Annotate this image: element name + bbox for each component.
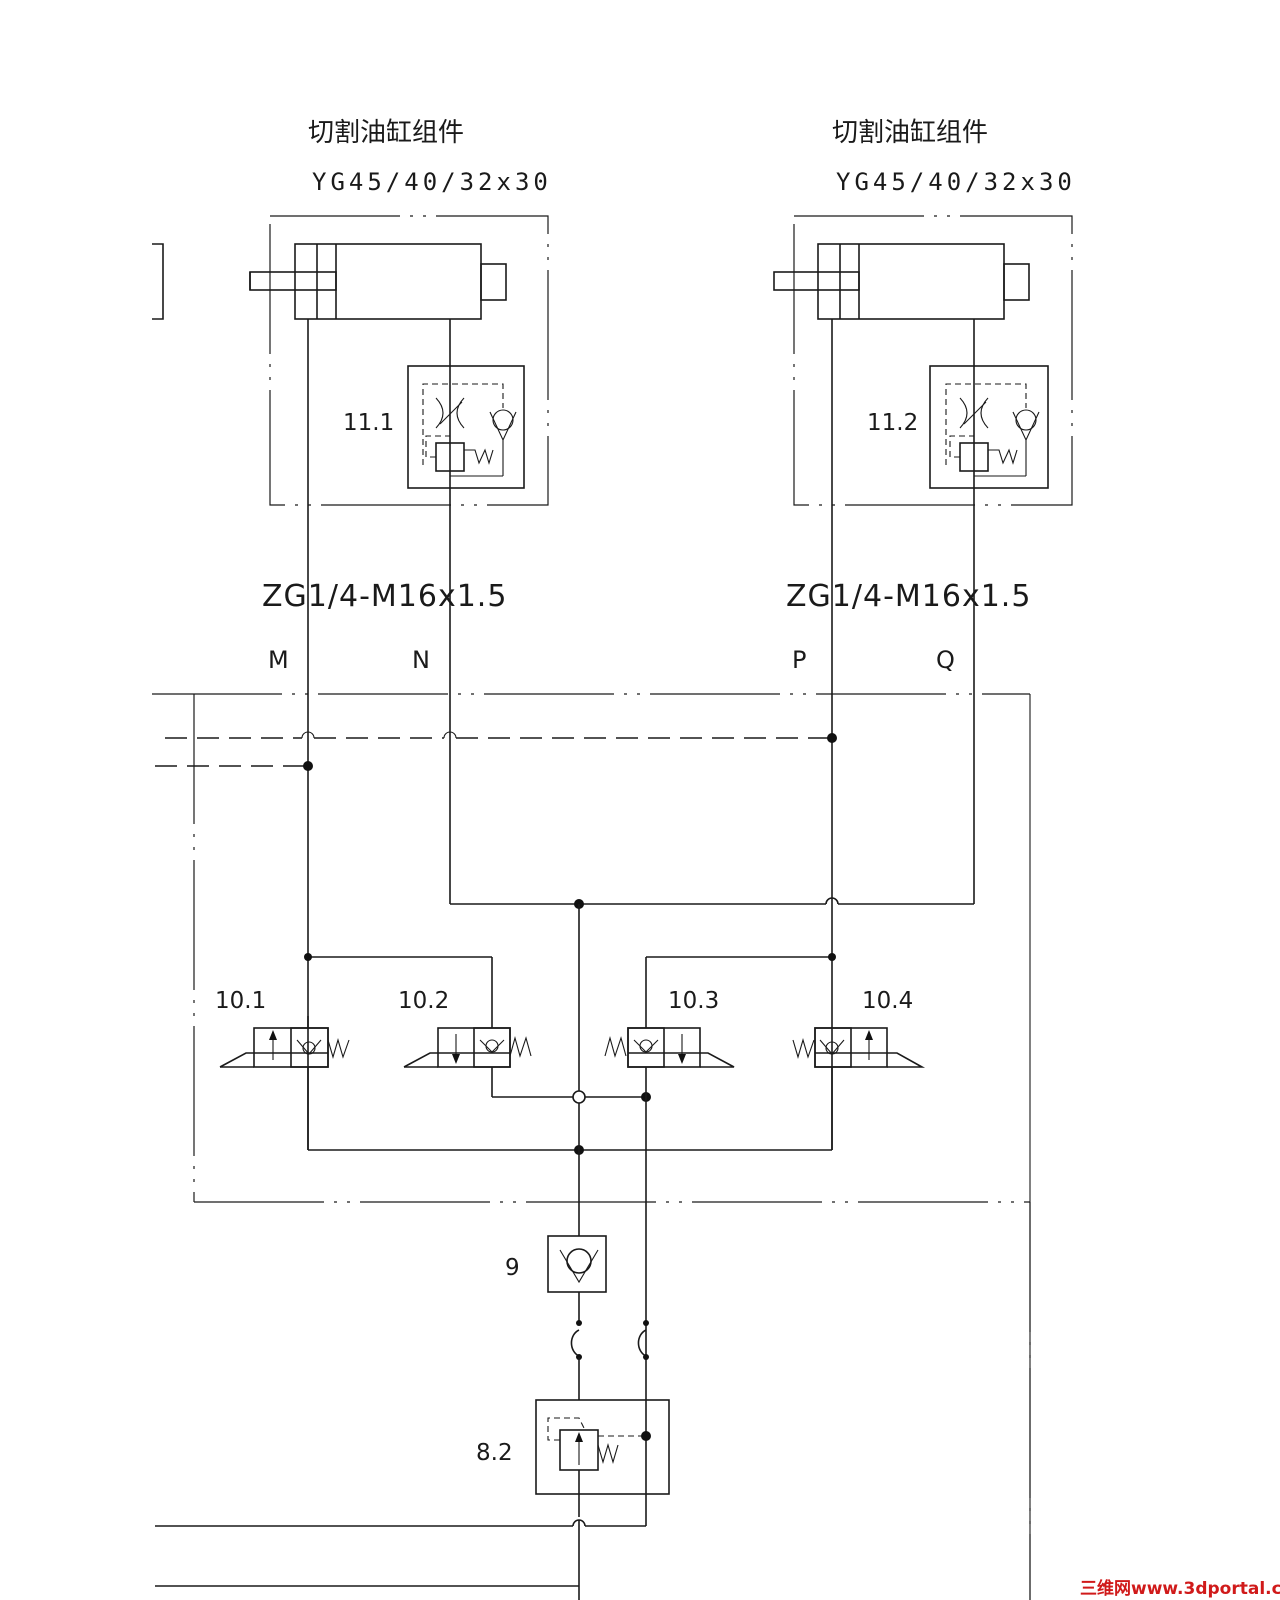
cylinder-left-frame xyxy=(269,215,549,506)
thread-spec-left: ZG1/4-M16x1.5 xyxy=(262,579,507,614)
valve-10-2: 10.2 xyxy=(398,988,651,1102)
left-bracket xyxy=(152,243,164,320)
thread-spec-right: ZG1/4-M16x1.5 xyxy=(786,579,1031,614)
valve-11-1-label: 11.1 xyxy=(343,410,394,436)
check-valve-9: 9 xyxy=(505,1235,607,1323)
cylinder-right-frame xyxy=(793,215,1073,506)
port-label-p: P xyxy=(792,646,806,674)
cylinder-assembly-left: 切割油缸组件 YG45/40/32x30 11.1 xyxy=(152,118,552,1150)
valve-10-4: 10.4 xyxy=(792,988,926,1150)
valve-feed-lines xyxy=(304,953,836,1028)
valve-10-2-label: 10.2 xyxy=(398,988,449,1014)
valve-10-4-label: 10.4 xyxy=(862,988,913,1014)
watermark: 三维网www.3dportal.cn xyxy=(1080,1578,1280,1599)
cylinder-left-title: 切割油缸组件 xyxy=(308,118,464,148)
valve-11-1-box xyxy=(407,365,525,489)
port-label-n: N xyxy=(412,646,430,674)
cylinder-right-barrel xyxy=(817,243,1005,320)
port-label-m: M xyxy=(268,646,289,674)
check-valve-9-label: 9 xyxy=(505,1255,520,1281)
cylinder-left-model: YG45/40/32x30 xyxy=(312,168,552,196)
cylinder-left-barrel xyxy=(294,243,482,320)
valve-10-3: 10.3 xyxy=(604,988,735,1500)
valve-11-2-label: 11.2 xyxy=(867,410,918,436)
cylinder-right-title: 切割油缸组件 xyxy=(832,118,988,148)
quick-couplings xyxy=(570,1320,649,1400)
relief-valve-8-2: 8.2 xyxy=(476,1399,670,1517)
relief-valve-8-2-label: 8.2 xyxy=(476,1440,513,1466)
cylinder-right-model: YG45/40/32x30 xyxy=(836,168,1076,196)
cylinder-right-rod xyxy=(773,271,860,291)
bottom-pipes xyxy=(155,1500,647,1600)
cylinder-left-rod xyxy=(249,271,337,291)
cylinder-assembly-right: 切割油缸组件 YG45/40/32x30 11.2 xyxy=(773,118,1076,1150)
valve-11-2-box xyxy=(929,365,1049,489)
tank-line-lower xyxy=(308,904,832,1236)
valve-10-3-label: 10.3 xyxy=(668,988,719,1014)
manifold-block xyxy=(152,693,1031,1600)
tank-line-upper xyxy=(449,704,974,909)
valve-10-1: 10.1 xyxy=(215,988,350,1150)
port-label-q: Q xyxy=(936,646,955,674)
valve-10-1-label: 10.1 xyxy=(215,988,266,1014)
pilot-lines xyxy=(155,731,837,771)
